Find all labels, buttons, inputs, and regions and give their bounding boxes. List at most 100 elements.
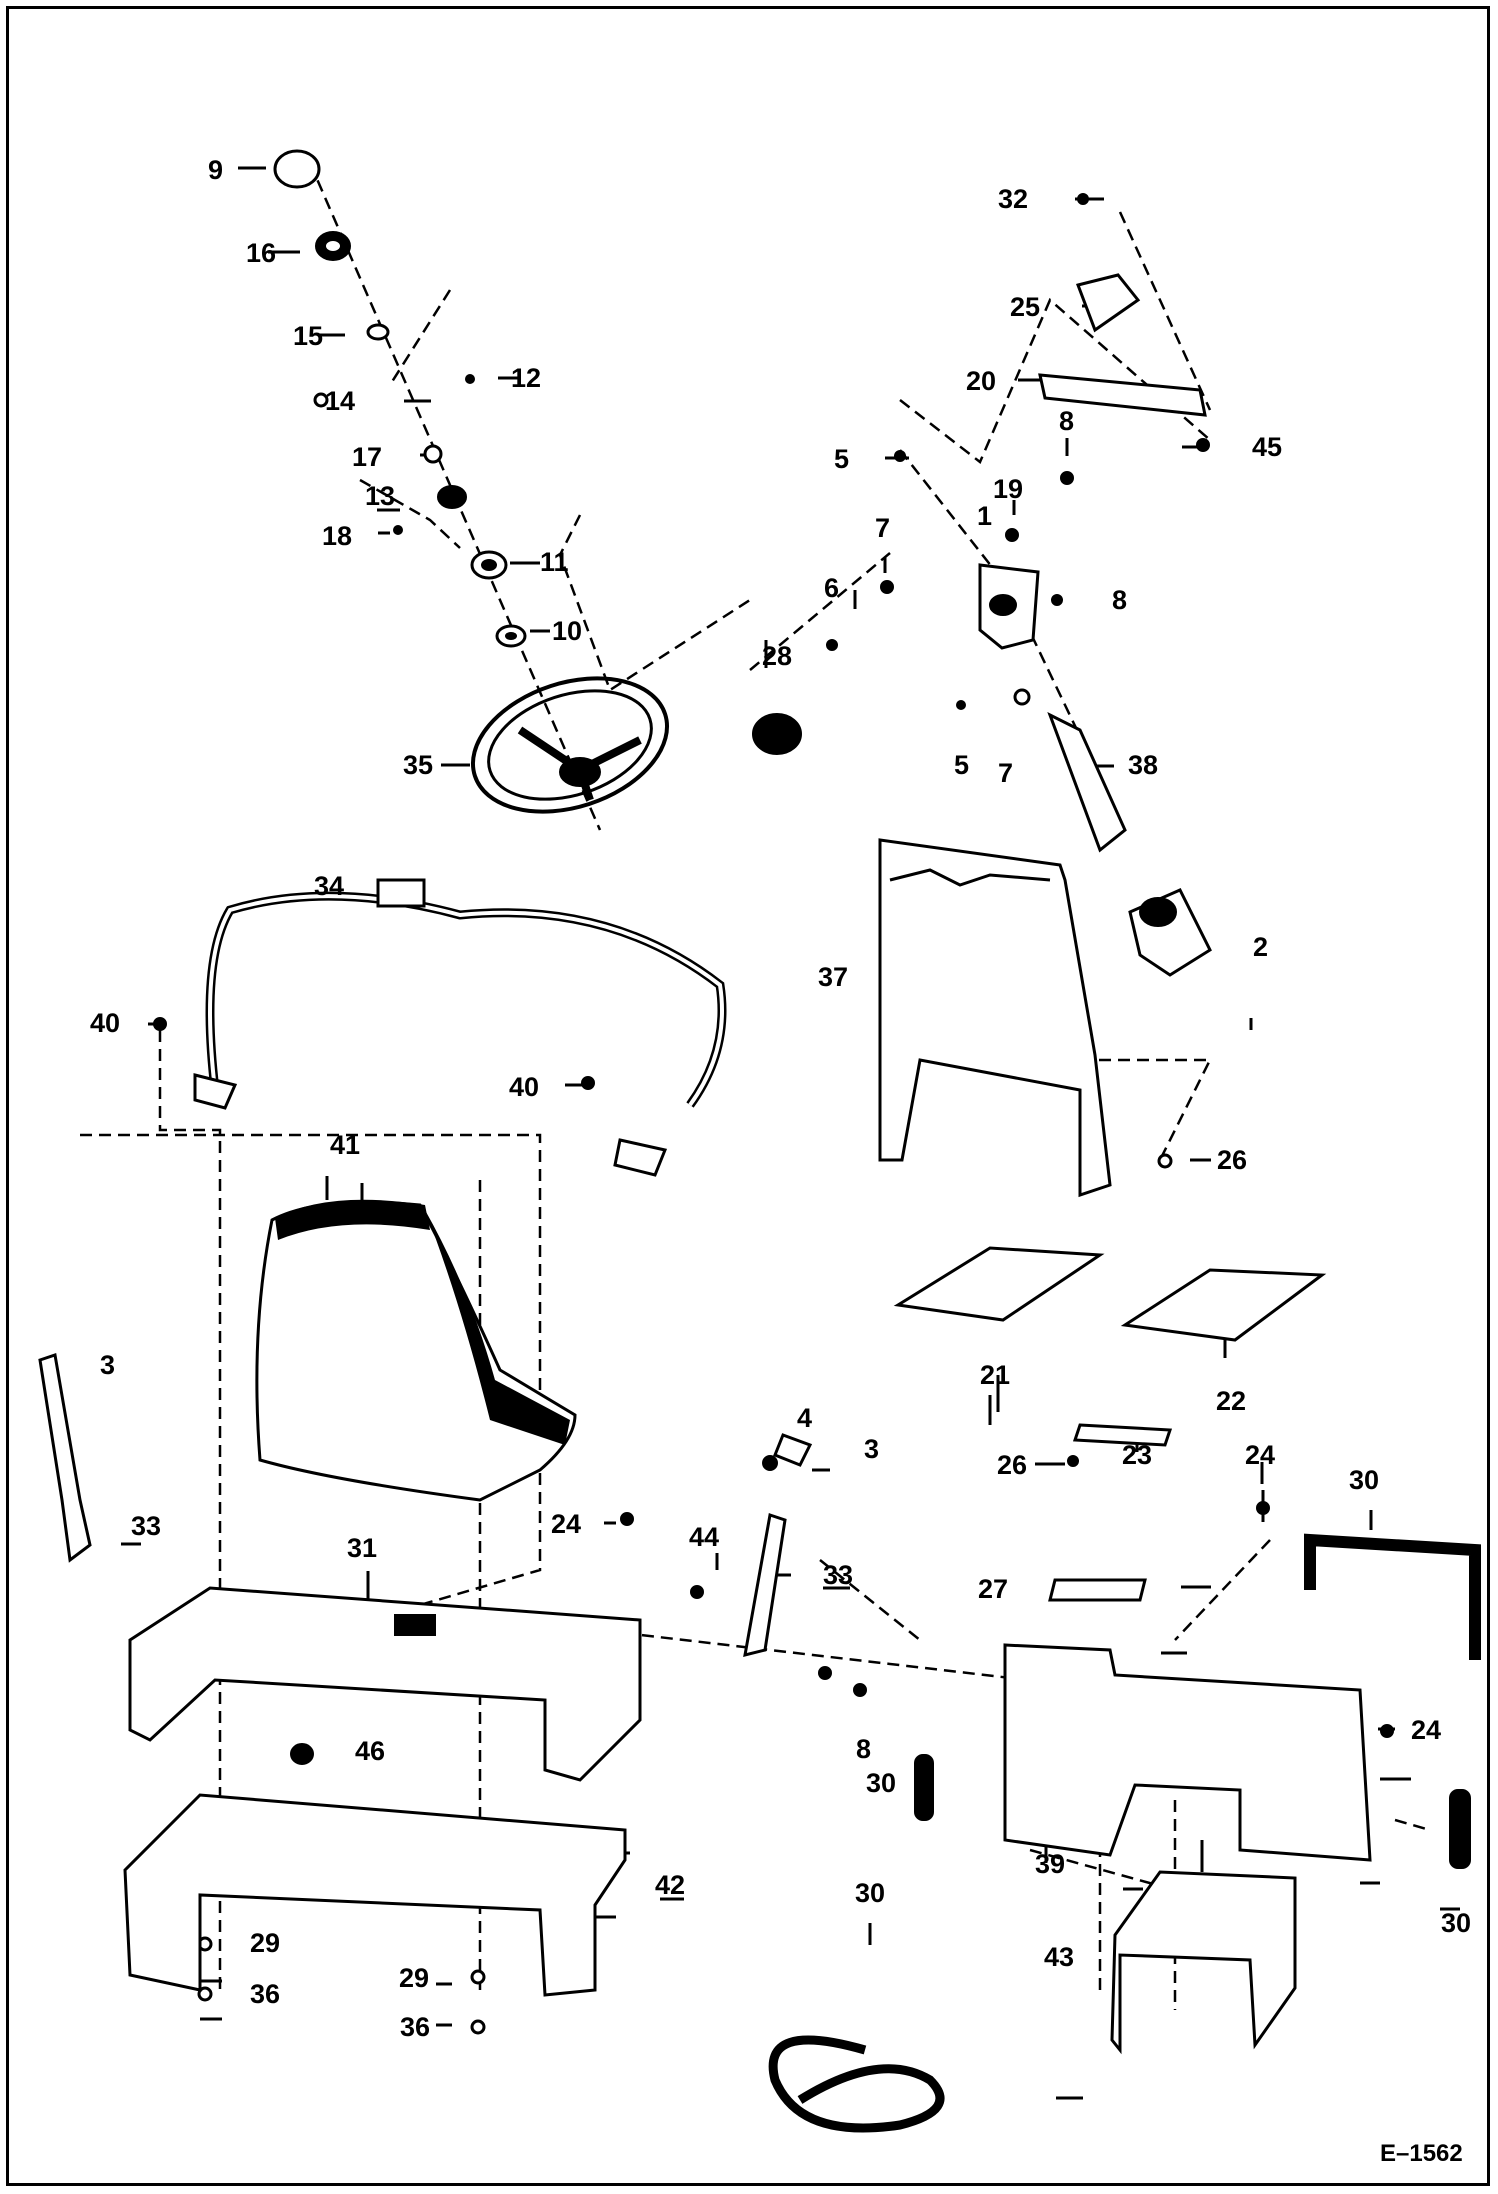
callout-30b: 30 <box>866 1768 897 1798</box>
callout-5b: 5 <box>954 750 970 780</box>
steering-wheel-35 <box>470 676 670 814</box>
frame-31 <box>128 1586 642 1782</box>
callout-45: 45 <box>1252 432 1283 462</box>
cover-42 <box>123 1793 627 1997</box>
callout-14: 14 <box>325 386 356 416</box>
callout-41: 41 <box>330 1130 361 1160</box>
nut-36b <box>470 2019 486 2035</box>
bolt-6 <box>826 639 838 651</box>
washer-8 <box>818 1666 832 1680</box>
washer-7 <box>880 580 894 594</box>
nut-4 <box>762 1455 778 1471</box>
callout-39: 39 <box>1035 1849 1066 1879</box>
screw-12 <box>465 374 475 384</box>
callout-40b: 40 <box>509 1072 540 1102</box>
callout-1: 1 <box>977 501 993 531</box>
callout-40a: 40 <box>90 1008 121 1038</box>
callout-33b: 33 <box>823 1560 854 1590</box>
cylinder-38 <box>1047 711 1127 853</box>
seat-belt-34 <box>205 891 727 1108</box>
plate-27 <box>1048 1578 1147 1602</box>
callout-4: 4 <box>797 1403 813 1433</box>
callout-leaders <box>121 166 1460 2100</box>
callout-15: 15 <box>293 321 324 351</box>
bolt-40b <box>581 1076 595 1090</box>
bracket-33-right <box>743 1513 787 1658</box>
bolt-5b <box>956 700 966 710</box>
buckle <box>376 878 426 908</box>
callout-7a: 7 <box>875 513 891 543</box>
strip-23 <box>1072 1423 1173 1447</box>
nut-14 <box>313 392 329 408</box>
callout-30c: 30 <box>855 1878 886 1908</box>
callout-29a: 29 <box>250 1928 281 1958</box>
callout-28: 28 <box>762 641 793 671</box>
callout-32: 32 <box>998 184 1029 214</box>
callout-35: 35 <box>403 750 434 780</box>
callout-22: 22 <box>1216 1386 1247 1416</box>
callout-26a: 26 <box>1217 1145 1248 1175</box>
callout-36b: 36 <box>400 2012 431 2042</box>
callout-23: 23 <box>1122 1440 1153 1470</box>
callout-37: 37 <box>818 962 849 992</box>
callout-18: 18 <box>322 521 353 551</box>
callout-38: 38 <box>1128 750 1159 780</box>
callout-17: 17 <box>352 442 383 472</box>
plate-25 <box>1076 273 1141 333</box>
handle-3-right <box>773 1433 813 1467</box>
callout-25: 25 <box>1010 292 1041 322</box>
strip-30-top <box>1304 1533 1481 1660</box>
callout-34: 34 <box>314 871 345 901</box>
callout-46: 46 <box>355 1736 386 1766</box>
callout-8a: 8 <box>1059 406 1075 436</box>
nut-26 <box>1157 1153 1173 1169</box>
console-parts <box>978 273 1212 977</box>
nut-8c <box>853 1683 867 1697</box>
callout-10: 10 <box>552 616 583 646</box>
plate-21 <box>893 1246 1105 1322</box>
callout-44: 44 <box>689 1522 720 1552</box>
callout-8c: 8 <box>856 1734 872 1764</box>
callout-24c: 24 <box>1411 1715 1442 1745</box>
callout-12: 12 <box>511 363 542 393</box>
callout-16: 16 <box>246 238 277 268</box>
bracket-20 <box>1038 373 1207 417</box>
callout-24a: 24 <box>1245 1440 1276 1470</box>
washer-19 <box>1005 528 1019 542</box>
callout-8b: 8 <box>1112 585 1128 615</box>
nut-36a <box>197 1986 213 2002</box>
nut-8a <box>1060 471 1074 485</box>
callout-19: 19 <box>993 474 1024 504</box>
washer-15 <box>366 323 390 341</box>
bolt-5 <box>894 450 906 462</box>
nut-8b <box>1051 594 1063 606</box>
strip-30-left <box>914 1754 934 1821</box>
bolt-26b <box>1067 1455 1079 1467</box>
plate-22 <box>1120 1268 1327 1342</box>
screw-32 <box>1077 193 1089 205</box>
steering-parts <box>273 149 527 648</box>
callout-3a: 3 <box>100 1350 116 1380</box>
callout-24b: 24 <box>551 1509 582 1539</box>
callout-42: 42 <box>655 1870 686 1900</box>
cover-43 <box>1110 1870 1297 2055</box>
callout-43: 43 <box>1044 1942 1075 1972</box>
nut-45 <box>1196 438 1210 452</box>
callout-29b: 29 <box>399 1963 430 1993</box>
callout-30d: 30 <box>1441 1908 1472 1938</box>
washer-29b <box>470 1969 486 1985</box>
grommet-46 <box>290 1743 314 1765</box>
console-39 <box>1003 1643 1372 1862</box>
callout-6: 6 <box>824 573 840 603</box>
fasteners <box>153 193 1394 2035</box>
callout-2: 2 <box>1253 932 1269 962</box>
callout-36a: 36 <box>250 1979 281 2009</box>
washer-7b <box>1013 688 1031 706</box>
bolt-24c <box>1380 1724 1394 1738</box>
callout-13: 13 <box>365 481 396 511</box>
callout-33a: 33 <box>131 1511 162 1541</box>
callout-31: 31 <box>347 1533 378 1563</box>
knob-28 <box>752 713 802 755</box>
callout-26b: 26 <box>997 1450 1028 1480</box>
